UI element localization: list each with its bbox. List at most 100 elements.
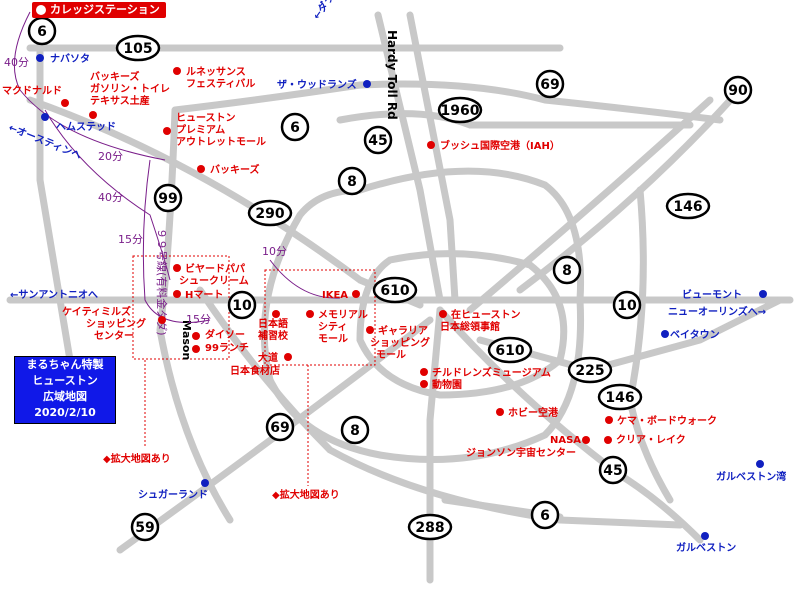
- place-label: ダイソー: [205, 328, 245, 341]
- time-15a: 15分: [118, 233, 143, 246]
- route-shield-10: 10: [612, 290, 642, 320]
- route-shield-number: 69: [540, 77, 559, 93]
- place-label: ビューモント: [682, 288, 742, 301]
- route-shield-number: 90: [728, 83, 748, 99]
- place-ikea: IKEA: [322, 290, 360, 301]
- time-40a: 40分: [4, 56, 29, 69]
- mason-road-label: Mason: [180, 320, 193, 360]
- place-beaumont: ビューモント: [682, 288, 767, 301]
- place-hempstead: ヘムステッド: [41, 113, 116, 133]
- place-label: IKEA: [322, 290, 348, 301]
- place-consulate: 在ヒューストン: [439, 308, 521, 321]
- highway-610-loop: [356, 250, 568, 399]
- place-japanese-school-line2: 補習校: [257, 329, 289, 342]
- info-line-2: ヒューストン: [32, 374, 98, 387]
- route-shield-1960: 1960: [437, 96, 483, 124]
- college-station-badge: カレッジステーション: [32, 2, 166, 18]
- place-label: ◆拡大地図あり: [103, 452, 171, 465]
- place-label: バッキーズ: [210, 163, 260, 176]
- place-label: 在ヒューストン: [451, 308, 521, 321]
- place-label: ヘムステッド: [56, 121, 116, 133]
- place-clear-lake: クリア・レイク: [604, 434, 686, 446]
- place-daido-market-line2: 日本食材店: [230, 364, 280, 377]
- route-shield-outline: [265, 412, 295, 442]
- route-shield-225: 225: [567, 356, 613, 384]
- place-premium-outlet-line2: プレミアム: [176, 123, 225, 136]
- place-label: アウトレットモール: [176, 136, 266, 148]
- place-bush-airport: ブッシュ国際空港（IAH）: [427, 139, 560, 152]
- route-shield-69: 69: [535, 69, 565, 99]
- route-shield-outline: [598, 455, 628, 485]
- place-sugar-land: シュガーランド: [138, 479, 209, 501]
- route-shield-6: 6: [27, 16, 57, 46]
- place-label: 動物園: [432, 378, 462, 391]
- place-marker-icon: [701, 532, 709, 540]
- route-shield-8: 8: [340, 415, 370, 445]
- route-shield-outline: [247, 199, 293, 227]
- place-label: ショッピング: [370, 336, 430, 349]
- place-marker-icon: [89, 111, 97, 119]
- place-label: バッキーズ: [90, 70, 140, 83]
- route-shield-outline: [337, 166, 367, 196]
- route-shield-146: 146: [665, 192, 711, 220]
- route-shield-45: 45: [363, 125, 393, 155]
- route-shield-outline: [487, 336, 533, 364]
- place-premium-outlet: ヒューストン: [163, 112, 236, 135]
- place-marker-icon: [36, 54, 44, 62]
- place-label: ベイタウン: [670, 329, 720, 341]
- hardy-toll-rd-label: Hardy Toll Rd: [385, 30, 399, 120]
- place-label: Hマート: [185, 289, 223, 301]
- route-shield-number: 610: [380, 283, 409, 299]
- place-zoom-map-central: ◆拡大地図あり: [272, 488, 340, 501]
- place-hobby-airport: ホビー空港: [496, 406, 559, 419]
- place-galleria: ギャラリア: [366, 324, 428, 337]
- place-marker-icon: [605, 416, 613, 424]
- route-shield-outline: [363, 125, 393, 155]
- route-shield-outline: [552, 255, 582, 285]
- highway-146: [626, 186, 674, 504]
- place-marker-icon: [420, 380, 428, 388]
- place-label: ガルベストン: [676, 541, 736, 554]
- route-shield-outline: [130, 512, 160, 542]
- toll-99-label: ９９号線(有料金タダ): [155, 228, 169, 336]
- route-shield-outline: [340, 415, 370, 445]
- place-label: ザ・ウッドランズ: [277, 78, 357, 91]
- place-marker-icon: [420, 368, 428, 376]
- route-shield-number: 10: [232, 298, 252, 314]
- route-shield-outline: [372, 276, 418, 304]
- route-shield-105: 105: [115, 34, 161, 62]
- place-marker-icon: [173, 264, 181, 272]
- route-shield-outline: [530, 500, 560, 530]
- route-shield-outline: [597, 383, 643, 411]
- route-shield-610: 610: [372, 276, 418, 304]
- place-zoo: 動物園: [420, 378, 462, 391]
- place-daido-market: 大道: [258, 351, 292, 364]
- place-marker-icon: [201, 479, 209, 487]
- place-label: NASA: [550, 435, 581, 446]
- place-buckees-north-line3: テキサス土産: [90, 94, 150, 107]
- place-marker-icon: [173, 290, 181, 298]
- route-shield-outline: [115, 34, 161, 62]
- place-galveston: ガルベストン: [676, 532, 736, 554]
- route-shield-6: 6: [530, 500, 560, 530]
- place-markers: ナバソタザ・ウッドランズヘムステッドビューモントベイタウンシュガーランドガルベス…: [2, 53, 786, 554]
- place-99-ranch: 99ランチ: [192, 342, 249, 354]
- place-memorial-city: メモリアル: [306, 309, 368, 321]
- route-shield-number: 290: [255, 206, 284, 222]
- place-galleria-line3: モール: [376, 350, 406, 361]
- route-shield-59: 59: [130, 512, 160, 542]
- route-shield-6: 6: [280, 112, 310, 142]
- route-shield-outline: [723, 75, 753, 105]
- place-marker-icon: [306, 310, 314, 318]
- place-marker-icon: [192, 345, 200, 353]
- route-shield-outline: [535, 69, 565, 99]
- place-marker-icon: [363, 80, 371, 88]
- place-marker-icon: [661, 330, 669, 338]
- place-buckees-north: バッキーズ: [89, 70, 140, 119]
- place-label: 日本語: [258, 317, 288, 330]
- place-label: ケイティミルズ: [62, 305, 131, 318]
- route-shield-number: 610: [495, 343, 524, 359]
